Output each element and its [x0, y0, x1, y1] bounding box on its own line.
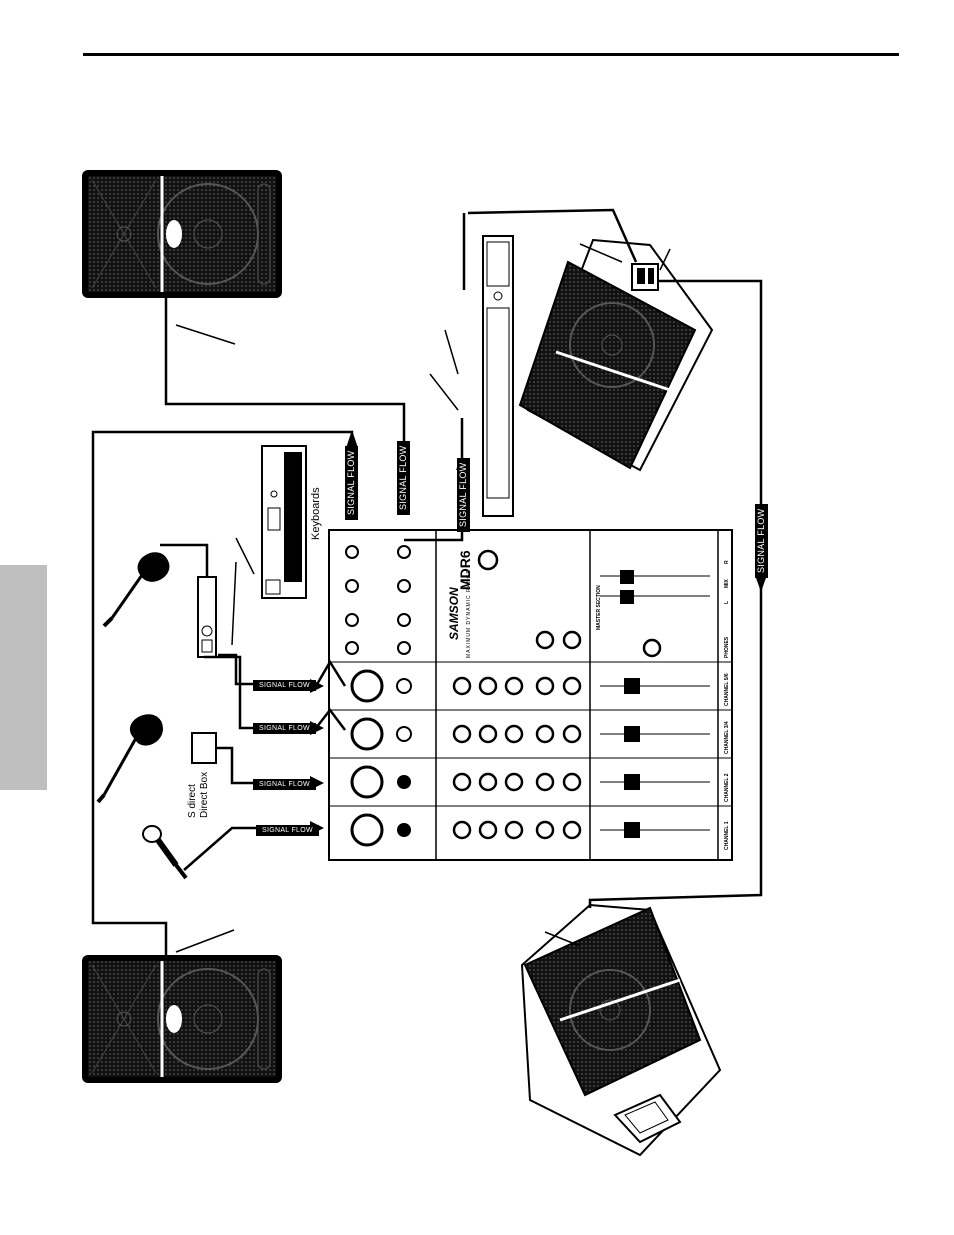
- signal-flow-tag-5: SIGNAL FLOW: [345, 446, 358, 520]
- channel-2-label: CHANNEL 2: [724, 773, 730, 802]
- monitor-speaker-top: [520, 240, 712, 470]
- effects-pedal: [198, 577, 216, 657]
- mixer-tagline: MAXIMUM DYNAMIC RANGE: [466, 569, 472, 658]
- monitor-speaker-bottom: [522, 905, 720, 1155]
- channel-1-label: CHANNEL 1: [724, 821, 730, 850]
- bass-guitar-bottom: [98, 716, 162, 802]
- signal-flow-tag-4: SIGNAL FLOW: [256, 825, 319, 836]
- direct-box: [192, 733, 216, 763]
- keyboard-instrument: [262, 446, 306, 598]
- phones-label: PHONES: [724, 636, 730, 658]
- fader-r-label: R: [724, 560, 730, 564]
- mixer-brand: SAMSON: [447, 587, 461, 640]
- fader-mix-label: MIX: [724, 578, 730, 588]
- bass-guitar-top: [104, 554, 168, 626]
- microphone: [143, 826, 186, 878]
- direct-box-label-line1: S direct: [187, 784, 198, 818]
- channel-5-6-label: CHANNEL 5/6: [724, 673, 730, 706]
- signal-flow-tag-3: SIGNAL FLOW: [253, 779, 316, 790]
- channel-3-4-label: CHANNEL 3/4: [724, 721, 730, 754]
- direct-box-label-line2: Direct Box: [199, 772, 210, 818]
- signal-flow-tag-6: SIGNAL FLOW: [397, 441, 410, 515]
- graphic-equalizer: [483, 236, 513, 516]
- signal-flow-tag-7: SIGNAL FLOW: [457, 458, 470, 532]
- signal-flow-tag-8: SIGNAL FLOW: [755, 504, 768, 578]
- keyboards-label: Keyboards: [310, 487, 322, 540]
- main-speaker-left-bottom: [82, 955, 282, 1083]
- main-speaker-left-top: [82, 170, 282, 298]
- signal-flow-tag-1: SIGNAL FLOW: [253, 680, 316, 691]
- mixer-mdr6: SAMSON MDR6 MAXIMUM DYNAMIC RANGE CHANNE…: [329, 530, 732, 860]
- signal-flow-tag-2: SIGNAL FLOW: [253, 723, 316, 734]
- fader-l-label: L: [724, 601, 730, 604]
- master-section-label: MASTER SECTION: [596, 585, 602, 630]
